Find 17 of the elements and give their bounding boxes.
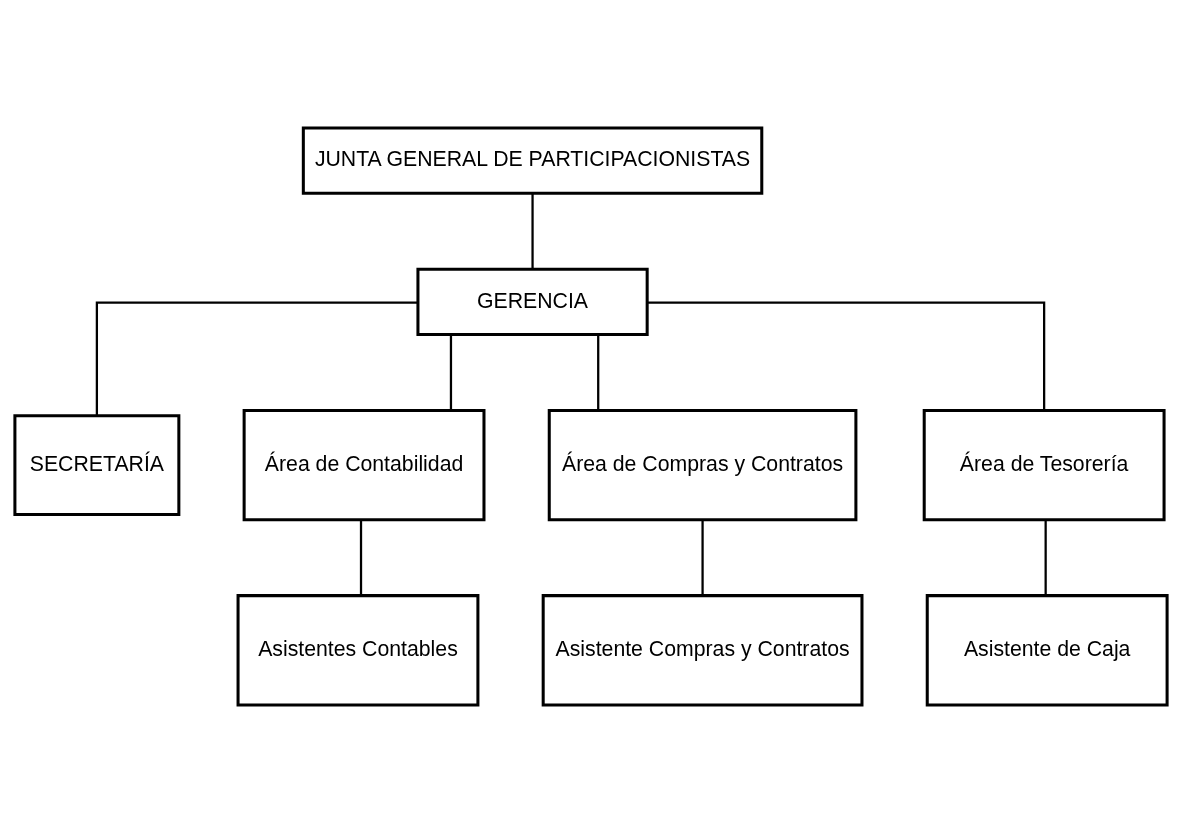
connector (647, 301, 1046, 411)
node-box: Área de Compras y Contratos (547, 408, 858, 522)
connector (531, 193, 534, 269)
node-box: Asistente de Caja (925, 594, 1169, 707)
node-box: Área de Contabilidad (242, 408, 486, 522)
node-box: SECRETARÍA (13, 414, 181, 516)
node-box: GERENCIA (416, 267, 649, 337)
node-box: JUNTA GENERAL DE PARTICIPACIONISTAS (301, 126, 764, 195)
connector (95, 301, 418, 416)
connector (1044, 520, 1047, 596)
connector (359, 520, 363, 596)
connector (597, 334, 600, 411)
node-box: Asistente Compras y Contratos (541, 594, 864, 707)
node-box: Área de Tesorería (922, 408, 1166, 522)
connector (449, 334, 453, 411)
node-box: Asistentes Contables (236, 594, 480, 707)
connector (701, 520, 704, 596)
